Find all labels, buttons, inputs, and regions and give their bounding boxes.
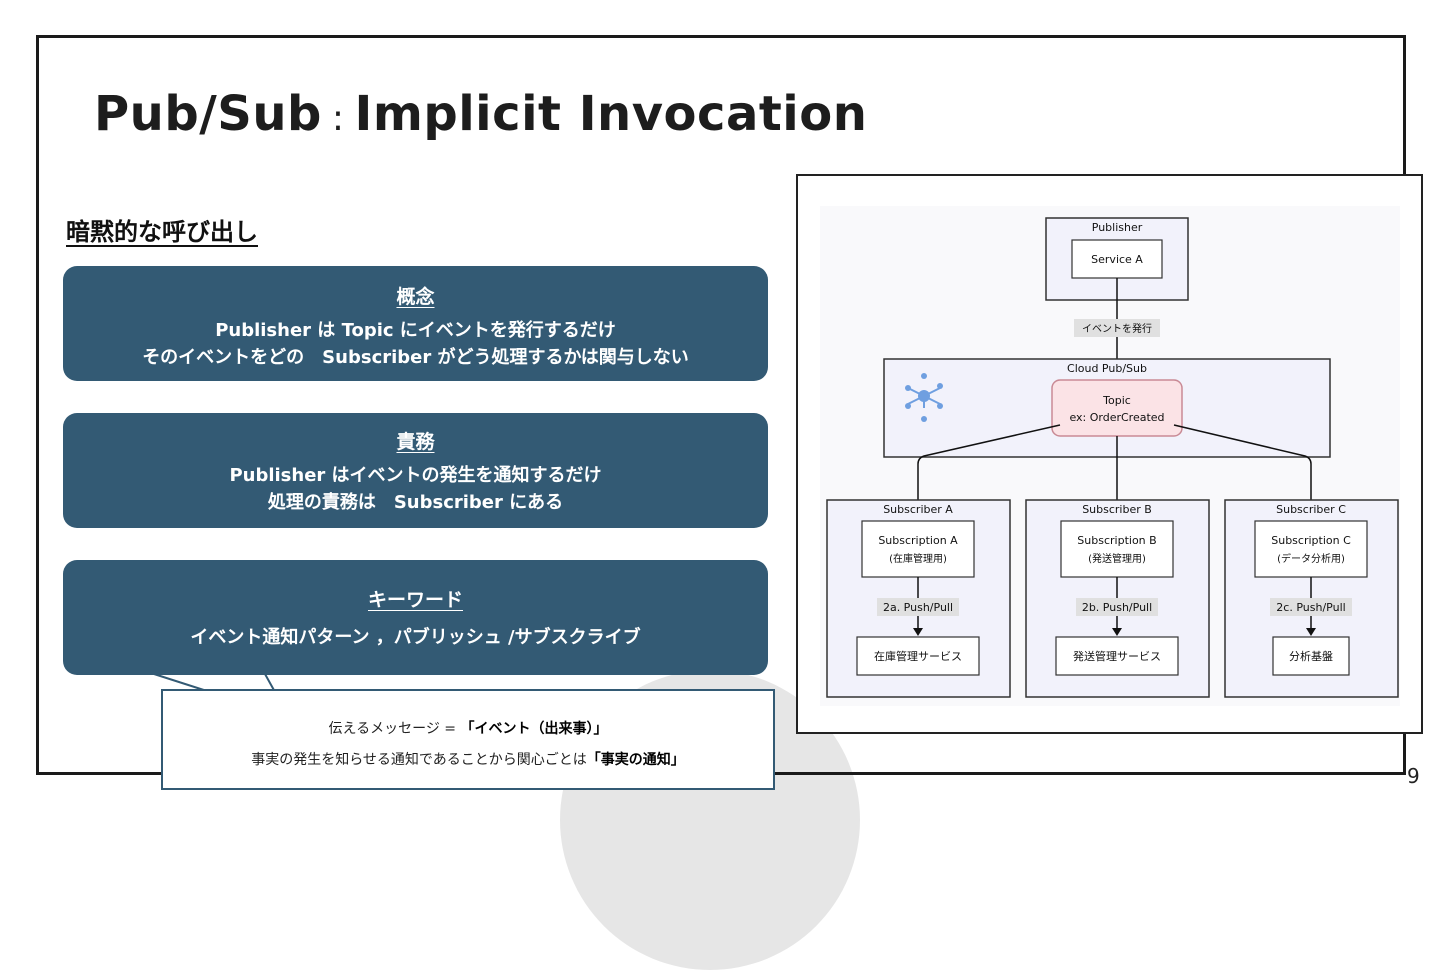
title-sub: Implicit Invocation (354, 86, 868, 142)
shipping-service-node (1055, 636, 1179, 676)
topic-label: Topic (1102, 394, 1131, 407)
inventory-service-node (856, 636, 980, 676)
slide-subtitle: 暗黙的な呼び出し (66, 218, 258, 246)
subscription-a-node (861, 520, 975, 578)
topic-node (1051, 379, 1183, 437)
title-separator: : (331, 98, 345, 139)
slide-frame-top (36, 35, 1406, 38)
callout-line-2-bold: 「事実の通知」 (586, 752, 685, 768)
pubsub-diagram-svg: Publisher Service A イベントを発行 Cloud Pub/Su… (820, 206, 1400, 706)
subscriber-b-group: Subscriber B Subscription B (発送管理用) 2b. … (1025, 499, 1210, 698)
edge-2c-label: 2c. Push/Pull (1276, 601, 1345, 614)
subscriber-a-group: Subscriber A Subscription A (在庫管理用) 2a. … (826, 499, 1011, 698)
concept-line-1: Publisher は Topic にイベントを発行するだけ (215, 320, 616, 341)
inventory-service-label: 在庫管理サービス (874, 649, 962, 663)
edge-2a-label: 2a. Push/Pull (883, 601, 953, 614)
keyword-card: キーワード イベント通知パターン ，パブリッシュ /サブスクライブ (63, 560, 768, 675)
callout-line-2: 事実の発生を知らせる通知であることから関心ごとは「事実の通知」 (163, 749, 773, 769)
publisher-group-label: Publisher (1092, 221, 1143, 234)
keyword-heading: キーワード (367, 589, 463, 611)
service-a-label: Service A (1091, 253, 1143, 266)
fanout-edge-c (1173, 424, 1312, 518)
subscription-b-node (1060, 520, 1174, 578)
publish-edge-label: イベントを発行 (1082, 322, 1152, 335)
concept-card: 概念 Publisher は Topic にイベントを発行するだけ そのイベント… (63, 266, 768, 381)
service-a-node (1071, 239, 1163, 279)
fanout-edge-a (917, 424, 1061, 518)
shipping-service-label: 発送管理サービス (1073, 649, 1161, 663)
analytics-platform-node (1272, 636, 1350, 676)
edge-2b-label: 2b. Push/Pull (1082, 601, 1152, 614)
subscription-c-label: Subscription C (1271, 534, 1351, 547)
subscription-a-label: Subscription A (878, 534, 958, 547)
concept-heading: 概念 (396, 286, 435, 308)
page-number: 9 (1407, 764, 1420, 788)
edge-2c-arrowhead (1306, 628, 1316, 636)
subscription-c-purpose: (データ分析用) (1277, 552, 1345, 565)
edge-2a-label-bg (877, 598, 959, 616)
responsibility-card: 責務 Publisher はイベントの発生を通知するだけ 処理の責務は Subs… (63, 413, 768, 528)
slide-title: Pub/Sub:Implicit Invocation (94, 86, 867, 142)
subscription-b-label: Subscription B (1077, 534, 1156, 547)
subscription-a-purpose: (在庫管理用) (889, 552, 947, 565)
edge-2c-label-bg (1270, 598, 1352, 616)
subscriber-c-group: Subscriber C Subscription C (データ分析用) 2c.… (1224, 499, 1399, 698)
responsibility-line-1: Publisher はイベントの発生を通知するだけ (229, 465, 602, 486)
subscriber-c-label: Subscriber C (1276, 503, 1346, 516)
edge-2a-arrowhead (913, 628, 923, 636)
analytics-platform-label: 分析基盤 (1289, 649, 1333, 663)
title-main: Pub/Sub (94, 86, 322, 142)
concept-line-2: そのイベントをどの Subscriber がどう処理するかは関与しない (142, 347, 689, 368)
subscriber-b-label: Subscriber B (1082, 503, 1152, 516)
cloud-pubsub-label: Cloud Pub/Sub (1067, 362, 1147, 375)
topic-example-label: ex: OrderCreated (1069, 411, 1164, 424)
callout-line-1: 伝えるメッセージ = 「イベント（出来事）」 (163, 718, 773, 738)
edge-2b-arrowhead (1112, 628, 1122, 636)
callout-line-1-prefix: 伝えるメッセージ = (328, 721, 461, 737)
subscriber-a-label: Subscriber A (883, 503, 953, 516)
responsibility-line-2: 処理の責務は Subscriber にある (267, 492, 564, 513)
responsibility-heading: 責務 (396, 431, 435, 453)
slide-frame-left (36, 35, 39, 775)
callout-line-2-prefix: 事実の発生を知らせる通知であることから関心ごとは (251, 752, 587, 768)
pubsub-hub-icon (905, 373, 943, 422)
keyword-line-1: イベント通知パターン ，パブリッシュ /サブスクライブ (190, 627, 641, 648)
pubsub-diagram: Publisher Service A イベントを発行 Cloud Pub/Su… (796, 174, 1423, 734)
subscription-c-node (1254, 520, 1368, 578)
message-callout: 伝えるメッセージ = 「イベント（出来事）」 事実の発生を知らせる通知であること… (161, 689, 775, 790)
callout-line-1-bold: 「イベント（出来事）」 (460, 721, 608, 737)
subscription-b-purpose: (発送管理用) (1088, 552, 1146, 565)
publish-edge-label-bg (1074, 319, 1160, 337)
edge-2b-label-bg (1076, 598, 1158, 616)
